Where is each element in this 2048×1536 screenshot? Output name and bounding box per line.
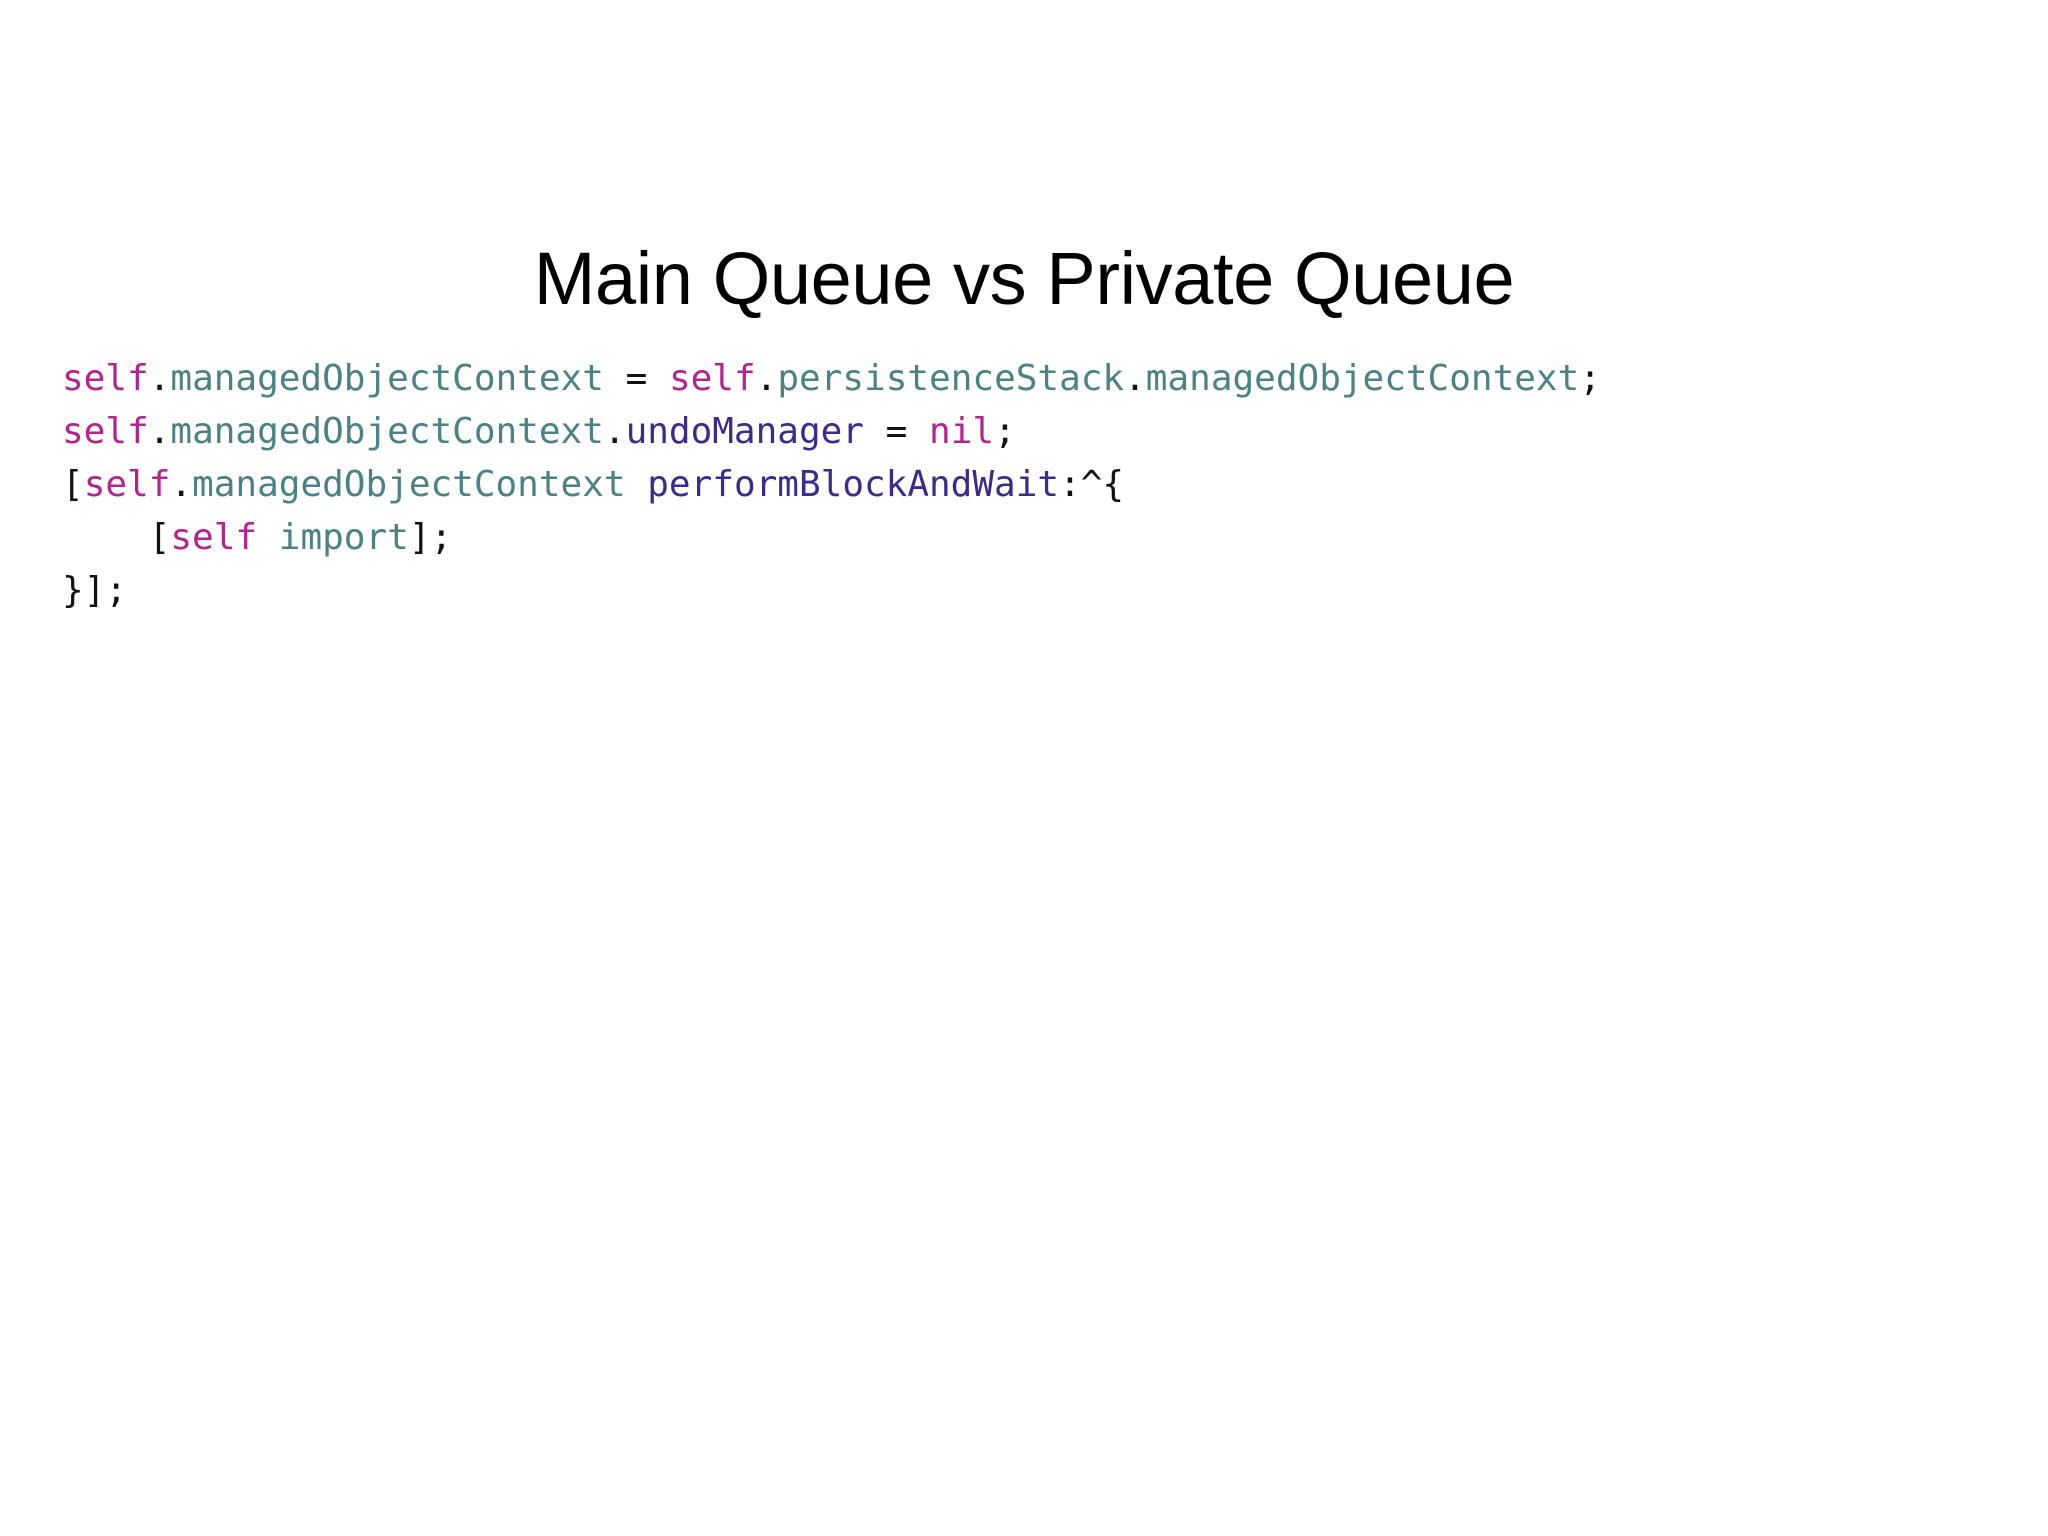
code-token-plain: . — [170, 464, 193, 505]
code-block: self.managedObjectContext = self.persist… — [62, 352, 2002, 617]
code-token-op: = — [885, 411, 908, 452]
code-token-self: self — [83, 464, 171, 505]
code-token-op: = — [625, 358, 648, 399]
code-token-plain: :^{ — [1059, 464, 1125, 505]
code-token-prop: managedObjectContext — [1145, 358, 1580, 399]
code-token-prop: import — [278, 517, 409, 558]
code-token-self: self — [170, 517, 258, 558]
code-token-msg: performBlockAndWait — [647, 464, 1060, 505]
code-token-plain — [907, 411, 929, 452]
code-token-self: self — [62, 411, 149, 452]
code-token-plain: ; — [1579, 358, 1601, 399]
code-line: [self import]; — [62, 511, 2002, 564]
code-token-plain: [ — [62, 464, 84, 505]
code-token-plain: . — [148, 358, 171, 399]
code-token-plain: . — [603, 411, 626, 452]
code-token-const: nil — [929, 411, 995, 452]
code-line: self.managedObjectContext.undoManager = … — [62, 405, 2002, 458]
code-token-self: self — [62, 358, 149, 399]
code-token-plain: . — [1124, 358, 1146, 399]
code-token-plain: }]; — [62, 570, 128, 611]
code-token-prop: managedObjectContext — [170, 358, 604, 399]
code-token-plain — [604, 358, 626, 399]
code-line: }]; — [62, 564, 2002, 617]
code-token-msg: undoManager — [625, 411, 864, 452]
code-token-prop: persistenceStack — [777, 358, 1125, 399]
code-token-plain: [ — [62, 517, 171, 558]
code-token-plain: ; — [994, 411, 1016, 452]
page-title: Main Queue vs Private Queue — [533, 236, 1515, 320]
code-token-plain: . — [755, 358, 778, 399]
code-token-prop: managedObjectContext — [170, 411, 604, 452]
code-token-plain: ]; — [408, 517, 453, 558]
code-token-plain — [257, 517, 279, 558]
code-token-plain: . — [148, 411, 171, 452]
code-token-plain — [647, 358, 669, 399]
code-line: self.managedObjectContext = self.persist… — [62, 352, 2002, 405]
code-token-plain — [864, 411, 886, 452]
code-token-plain — [626, 464, 648, 505]
code-token-self: self — [668, 358, 756, 399]
code-line: [self.managedObjectContext performBlockA… — [62, 458, 2002, 511]
code-token-prop: managedObjectContext — [192, 464, 626, 505]
